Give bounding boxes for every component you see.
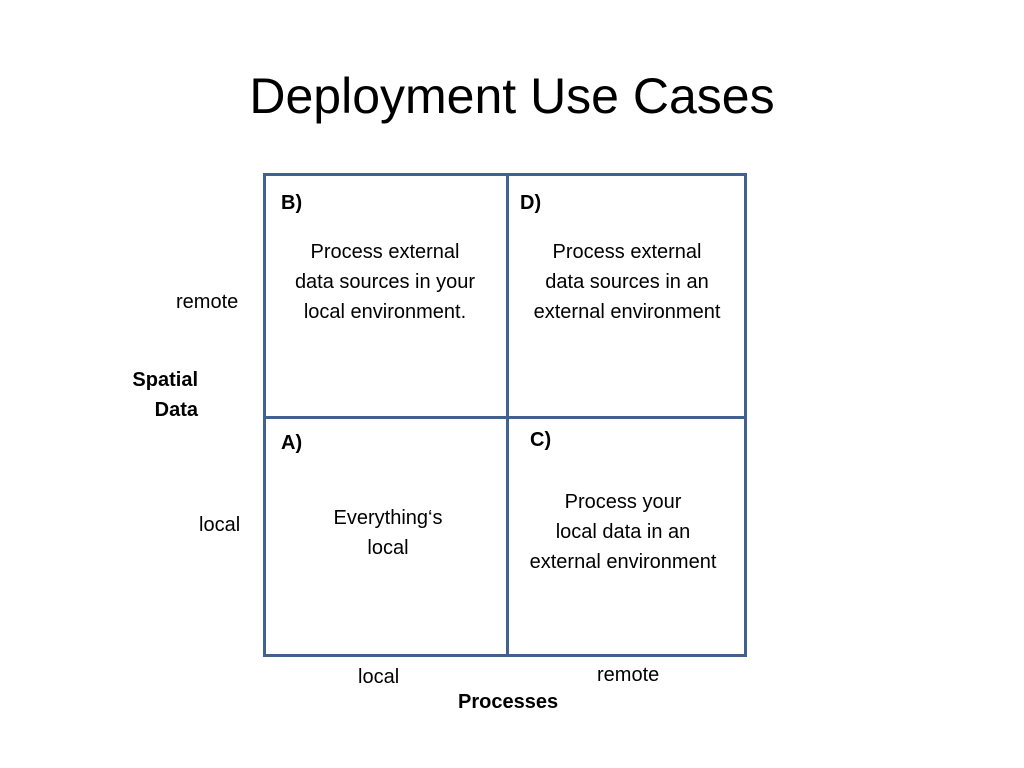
- quadrant-a-text: Everything‘s local: [269, 503, 507, 563]
- x-axis-tick-remote: remote: [597, 664, 660, 686]
- y-axis-title: Spatial Data: [118, 365, 198, 425]
- quadrant-d-line-2: data sources in an: [545, 271, 709, 293]
- quadrant-a-line-2: local: [367, 537, 409, 559]
- y-axis-title-line-2: Data: [154, 399, 198, 421]
- quadrant-b-label: B): [281, 192, 303, 214]
- quadrant-c-text: Process your local data in an external e…: [507, 487, 739, 577]
- quadrant-d-label: D): [520, 192, 542, 214]
- x-axis-title: Processes: [458, 691, 559, 713]
- quadrant-c-line-3: external environment: [529, 551, 717, 573]
- grid-horizontal-divider: [266, 416, 744, 419]
- quadrant-b-line-1: Process external: [310, 241, 460, 263]
- slide-title: Deployment Use Cases: [249, 68, 775, 124]
- quadrant-c-label: C): [530, 429, 552, 451]
- x-axis-tick-local: local: [358, 666, 400, 688]
- quadrant-d-line-1: Process external: [552, 241, 702, 263]
- quadrant-b-text: Process external data sources in your lo…: [269, 237, 501, 327]
- y-axis-title-line-1: Spatial: [132, 369, 198, 391]
- quadrant-a-label: A): [281, 432, 303, 454]
- quadrant-c-line-1: Process your: [564, 491, 682, 513]
- y-axis-tick-local: local: [199, 514, 241, 536]
- quadrant-a-line-1: Everything‘s: [333, 507, 443, 529]
- quadrant-grid: [263, 173, 747, 657]
- grid-vertical-divider: [506, 176, 509, 654]
- y-axis-tick-remote: remote: [176, 291, 239, 313]
- quadrant-d-line-3: external environment: [533, 301, 721, 323]
- quadrant-b-line-2: data sources in your: [294, 271, 476, 293]
- quadrant-d-text: Process external data sources in an exte…: [509, 237, 745, 327]
- quadrant-b-line-3: local environment.: [303, 301, 467, 323]
- quadrant-c-line-2: local data in an: [555, 521, 691, 543]
